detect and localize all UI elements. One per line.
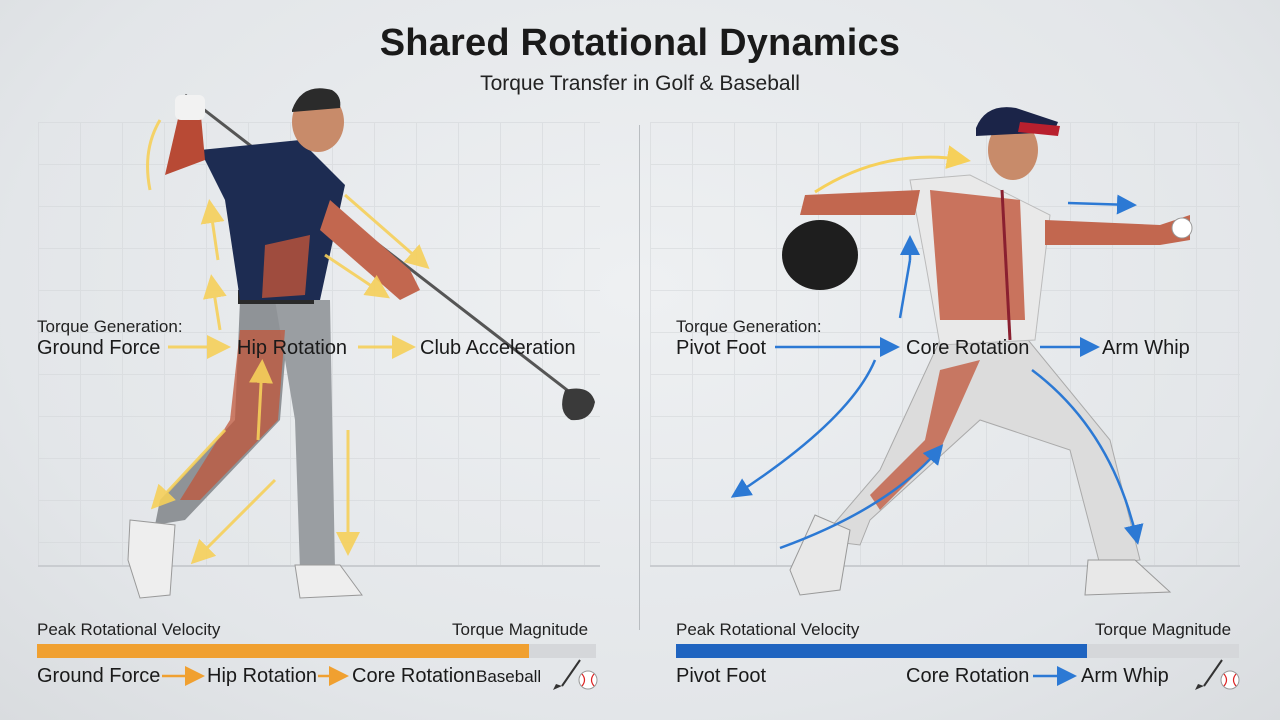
baseball-panel: Torque Generation: Pivot Foot Core Rotat… (640, 0, 1280, 720)
golfer-front-shoe (294, 564, 363, 599)
energy-arrow (1067, 194, 1137, 215)
energy-arrow (200, 199, 225, 261)
golf-chain-step-1: Ground Force (37, 337, 161, 359)
golf-velocity-bar (37, 644, 596, 658)
energy-arrow (814, 145, 971, 194)
energy-arrow (779, 444, 944, 550)
baseball-torque-label: Torque Generation: (676, 317, 822, 336)
pitcher-leg-muscle (870, 360, 980, 510)
golf-chain-step-3: Club Acceleration (420, 337, 576, 359)
golf-bottom-step-3: Core Rotation (352, 665, 476, 687)
energy-arrow (249, 359, 274, 441)
golfer-front-leg (275, 300, 335, 570)
golf-energy-arrows (146, 119, 430, 686)
golfer-shirt (200, 140, 345, 300)
golf-club-head (562, 388, 595, 421)
golf-bottom-step-1: Ground Force (37, 665, 161, 687)
baseball-bottom-step-2: Core Rotation (906, 665, 1030, 687)
golfer-back-shoe (127, 519, 176, 599)
golf-velocity-bar-fill (37, 644, 529, 658)
jersey-stripe (1000, 189, 1012, 341)
energy-arrow (190, 478, 277, 565)
baseball-velocity-bar (676, 644, 1239, 658)
pitcher-ball (1171, 217, 1193, 239)
baseball-energy-arrows (730, 145, 1144, 686)
energy-arrow (730, 359, 877, 498)
pitcher-front-shoe (1084, 559, 1172, 596)
energy-arrow (150, 428, 227, 510)
baseball-bottom-step-1: Pivot Foot (676, 665, 767, 687)
panel-divider (639, 125, 640, 630)
golfer-glove (175, 95, 205, 120)
golfer-figure (127, 88, 595, 599)
ground-line (650, 565, 1240, 567)
page-title: Shared Rotational Dynamics (379, 22, 901, 64)
pitcher-glove-arm (800, 190, 920, 215)
energy-arrow (1031, 369, 1144, 545)
golf-bottom-step-2: Hip Rotation (207, 665, 318, 687)
baseball-icon (1195, 659, 1240, 690)
pitcher-glove (782, 220, 858, 290)
baseball-peak-velocity-label: Peak Rotational Velocity (676, 620, 860, 639)
golf-torque-magnitude-label: Torque Magnitude (452, 620, 589, 639)
baseball-chain-step-1: Pivot Foot (676, 337, 767, 359)
baseball-velocity-bar-fill (676, 644, 1087, 658)
pitcher-figure (782, 107, 1193, 596)
golfer-hair (292, 88, 341, 112)
energy-arrow (324, 253, 390, 299)
energy-arrow (898, 259, 912, 319)
golf-peak-velocity-label: Peak Rotational Velocity (37, 620, 221, 639)
pitcher-throwing-arm (1045, 215, 1190, 245)
pitcher-head (988, 120, 1038, 180)
golfer-right-arm (320, 200, 420, 300)
baseball-torque-magnitude-label: Torque Magnitude (1095, 620, 1232, 639)
baseball-bottom-step-3: Arm Whip (1081, 665, 1169, 687)
pitcher-torso-muscle (930, 190, 1025, 320)
golf-panel: Torque Generation: Ground Force Hip Rota… (37, 88, 600, 690)
page-subtitle: Torque Transfer in Golf & Baseball (480, 72, 800, 95)
golf-torque-label: Torque Generation: (37, 317, 183, 336)
energy-arrow (146, 119, 162, 191)
baseball-chain-step-3: Arm Whip (1102, 337, 1190, 359)
golf-chain-step-2: Hip Rotation (237, 337, 348, 359)
baseball-chain-step-2: Core Rotation (906, 337, 1030, 359)
pitcher-cap-bill (1018, 122, 1060, 136)
energy-arrow (202, 274, 227, 331)
golfer-left-arm (165, 105, 205, 175)
golf-bottom-tag: Baseball (476, 667, 542, 686)
golf-club-icon (553, 659, 598, 690)
pitcher-back-shoe (789, 514, 851, 596)
energy-arrow (344, 193, 430, 269)
golfer-core-muscle (262, 235, 310, 298)
